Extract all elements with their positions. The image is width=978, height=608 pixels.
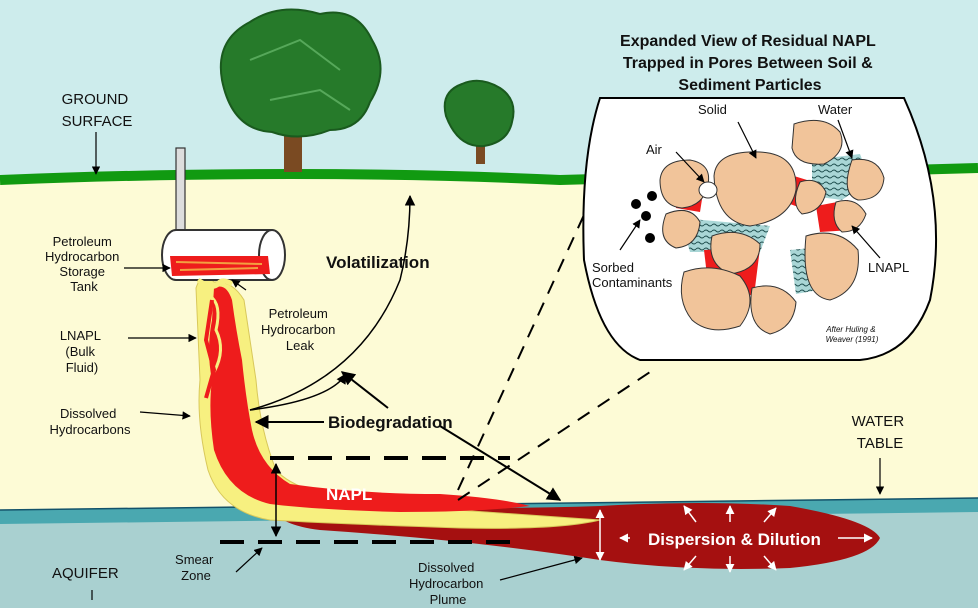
- volatilization-label: Volatilization: [326, 253, 430, 272]
- dispersion-arrows: [619, 505, 873, 573]
- inset-water-label: Water: [818, 102, 853, 117]
- lnapl-bulk-label: LNAPL (Bulk Fluid): [60, 328, 104, 375]
- biodegradation-label: Biodegradation: [328, 413, 453, 432]
- inset-title: Expanded View of Residual NAPL Trapped i…: [620, 33, 880, 94]
- napl-label: NAPL: [326, 485, 372, 504]
- storage-tank-icon: [161, 147, 286, 289]
- inset-pore-view: [582, 97, 937, 361]
- large-tree-icon: [219, 8, 382, 172]
- small-tree-icon: [443, 79, 515, 164]
- leak-label: Petroleum Hydrocarbon Leak: [261, 306, 339, 353]
- ground-surface-label: GROUND SURFACE: [62, 91, 133, 130]
- inset-air-label: Air: [646, 142, 663, 157]
- smear-zone-label: Smear Zone: [175, 552, 217, 583]
- aquifer-label: AQUIFER: [52, 565, 119, 582]
- inset-credit: After Huling & Weaver (1991): [825, 325, 879, 344]
- dispersion-label: Dispersion & Dilution: [648, 530, 821, 549]
- dissolved-hydrocarbons-label: Dissolved Hydrocarbons: [50, 406, 131, 437]
- inset-lnapl-label: LNAPL: [868, 260, 909, 275]
- plume-label: Dissolved Hydrocarbon Plume: [409, 560, 487, 607]
- inset-solid-label: Solid: [698, 102, 727, 117]
- storage-tank-label: Petroleum Hydrocarbon Storage Tank: [45, 234, 123, 294]
- dissolved-hydrocarbon-envelope: [195, 276, 601, 529]
- water-table-label: WATER TABLE: [852, 413, 909, 452]
- inset-sorbed-label: Sorbed Contaminants: [592, 260, 673, 290]
- lnapl-body-shape: [209, 286, 530, 512]
